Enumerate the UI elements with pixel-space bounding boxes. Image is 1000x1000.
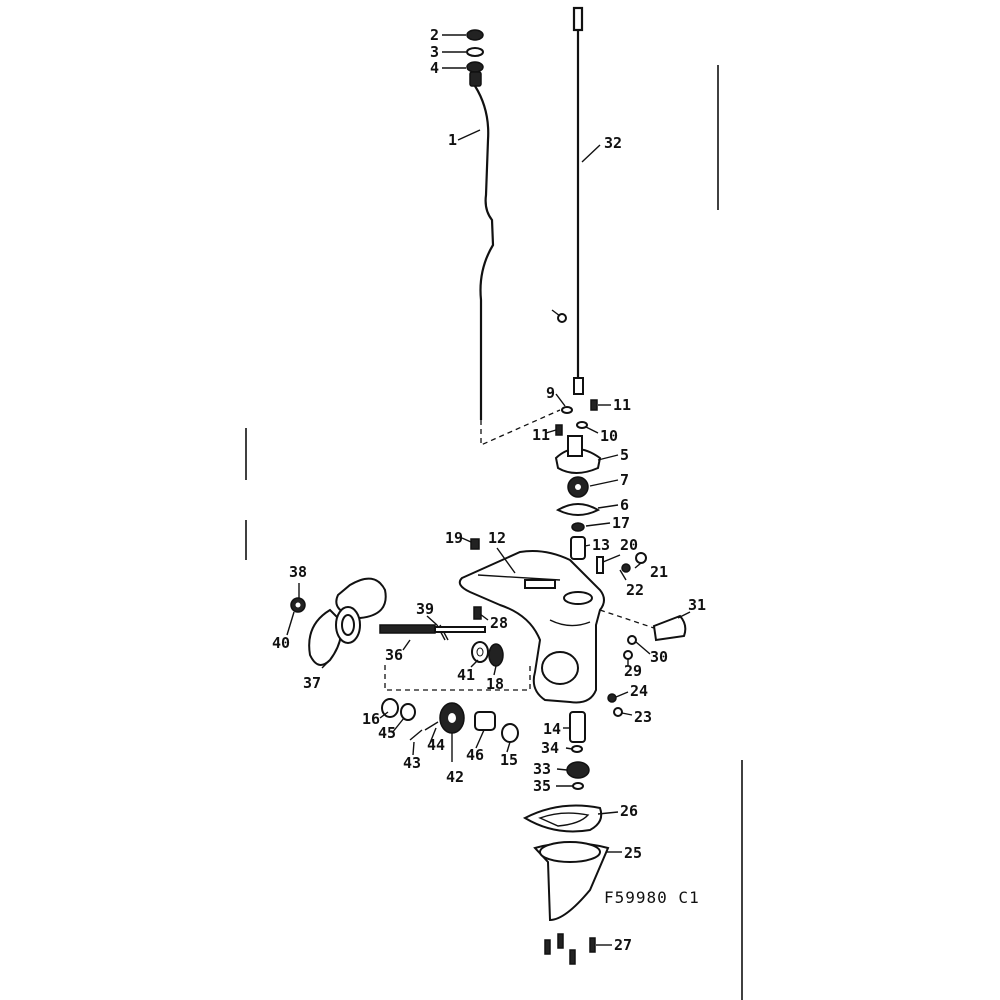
callout-6: 6 xyxy=(620,496,629,514)
part-29-screw xyxy=(623,650,633,660)
callout-23: 23 xyxy=(634,708,652,726)
callout-19: 19 xyxy=(445,529,463,547)
part-18-gear xyxy=(488,643,504,667)
callout-20: 20 xyxy=(620,536,638,554)
callout-42: 42 xyxy=(446,768,464,786)
callout-15: 15 xyxy=(500,751,518,769)
callout-4: 4 xyxy=(430,59,439,77)
part-17-seal xyxy=(571,522,585,532)
part-24-plug xyxy=(607,693,617,703)
part-14-bushing xyxy=(569,711,586,743)
part-19-plug xyxy=(470,538,480,550)
callout-11-left: 11 xyxy=(532,426,550,444)
callout-35: 35 xyxy=(533,777,551,795)
callout-37: 37 xyxy=(303,674,321,692)
callout-29: 29 xyxy=(624,662,642,680)
callout-45: 45 xyxy=(378,724,396,742)
callout-21: 21 xyxy=(650,563,668,581)
callout-14: 14 xyxy=(543,720,561,738)
callout-28: 28 xyxy=(490,614,508,632)
callout-10: 10 xyxy=(600,427,618,445)
callout-1: 1 xyxy=(448,131,457,149)
callout-46: 46 xyxy=(466,746,484,764)
callout-32: 32 xyxy=(604,134,622,152)
part-46-bushing xyxy=(474,711,496,731)
part-34-shim xyxy=(571,745,583,753)
callout-30: 30 xyxy=(650,648,668,666)
part-9-washer xyxy=(561,406,573,414)
part-2-nut xyxy=(466,29,484,41)
part-21-screw xyxy=(635,552,647,564)
part-30-washer xyxy=(627,635,637,645)
callout-33: 33 xyxy=(533,760,551,778)
callout-17: 17 xyxy=(612,514,630,532)
callout-24: 24 xyxy=(630,682,648,700)
part-44-spring xyxy=(424,721,439,731)
callout-5: 5 xyxy=(620,446,629,464)
part-6-plate xyxy=(555,503,601,516)
part-38-prop-nut xyxy=(290,597,306,613)
part-43-pin xyxy=(409,729,423,741)
callout-3: 3 xyxy=(430,43,439,61)
part-37-propeller xyxy=(308,577,387,666)
assembly-line-rod-to-pump xyxy=(480,409,561,446)
callout-26: 26 xyxy=(620,802,638,820)
callout-27: 27 xyxy=(614,936,632,954)
part-42-gear xyxy=(439,702,465,734)
part-31-trim-tab xyxy=(652,614,687,642)
assembly-bracket xyxy=(384,665,531,691)
callout-36: 36 xyxy=(385,646,403,664)
callout-11-top: 11 xyxy=(613,396,631,414)
part-36-propeller-shaft xyxy=(379,624,486,634)
callout-22: 22 xyxy=(626,581,644,599)
part-3-washer xyxy=(466,47,484,57)
part-45-washer xyxy=(400,703,416,721)
assembly-line-to-31 xyxy=(599,609,661,631)
part-16-washer xyxy=(381,698,399,718)
callout-39: 39 xyxy=(416,600,434,618)
callout-18: 18 xyxy=(486,675,504,693)
callout-34: 34 xyxy=(541,739,559,757)
part-41-thrust-washer xyxy=(471,641,489,663)
callout-16: 16 xyxy=(362,710,380,728)
part-11-bolt-b xyxy=(555,424,563,436)
callout-41: 41 xyxy=(457,666,475,684)
callout-38: 38 xyxy=(289,563,307,581)
part-27-screws xyxy=(544,933,596,965)
callout-9: 9 xyxy=(546,384,555,402)
part-26-gasket xyxy=(522,804,603,833)
part-12-gearcase-housing xyxy=(458,550,605,704)
part-7-impeller xyxy=(567,476,589,498)
callout-7: 7 xyxy=(620,471,629,489)
part-4-grommet xyxy=(466,61,484,73)
callout-43: 43 xyxy=(403,754,421,772)
callout-25: 25 xyxy=(624,844,642,862)
part-25-lower-housing xyxy=(533,841,610,922)
part-28-screw xyxy=(473,606,482,620)
part-1-shift-rod xyxy=(469,71,495,420)
callout-44: 44 xyxy=(427,736,445,754)
part-22-washer xyxy=(621,563,631,573)
callout-31: 31 xyxy=(688,596,706,614)
part-15-bearing xyxy=(501,723,519,743)
callout-2: 2 xyxy=(430,26,439,44)
part-20-pin xyxy=(596,556,604,574)
part-32-drive-shaft xyxy=(572,6,584,395)
part-35-washer xyxy=(572,782,584,790)
callout-12: 12 xyxy=(488,529,506,547)
callout-40: 40 xyxy=(272,634,290,652)
part-11-bolt-a xyxy=(590,399,598,411)
part-23-washer xyxy=(613,707,623,717)
part-10-washer xyxy=(576,421,588,429)
part-13-bushing xyxy=(570,536,586,560)
part-5-pump-housing xyxy=(554,435,602,474)
drawing-code: F59980 C1 xyxy=(604,888,700,907)
part-33-pinion-gear xyxy=(566,761,590,779)
callout-13: 13 xyxy=(592,536,610,554)
